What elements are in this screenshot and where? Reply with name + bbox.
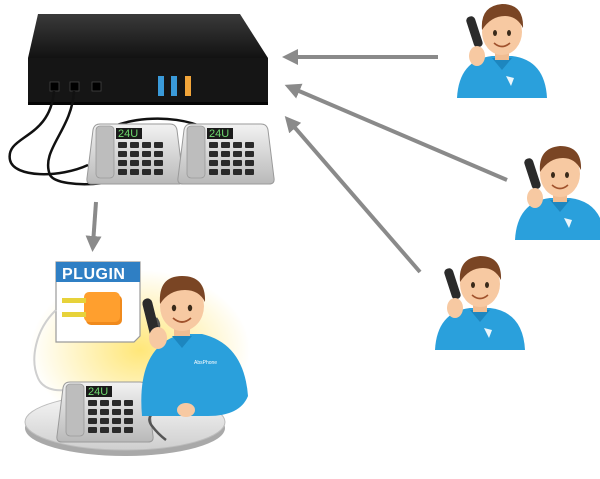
pbx-status-lights — [158, 76, 191, 96]
phone-lcd-label: 24U — [88, 386, 108, 398]
desk-phone-right-icon: 24U — [177, 123, 275, 185]
pbx-ports — [49, 81, 102, 92]
agent-person-icon: AbsPhone — [141, 276, 248, 417]
desk-phone-left-icon: 24U — [86, 123, 184, 185]
phone-lcd-label: 24U — [118, 128, 138, 140]
pbx-device-icon — [28, 14, 268, 105]
agent-workstation: PLUGIN 24U AbsPhone — [24, 261, 250, 456]
plug-icon — [62, 292, 122, 325]
desk-phone-agent-icon: 24U — [56, 381, 154, 443]
plugin-label: PLUGIN — [62, 266, 125, 283]
phone-lcd-label: 24U — [209, 128, 229, 140]
arrow-icon — [85, 49, 508, 274]
caller-person-icon — [514, 145, 600, 241]
shirt-logo-text: AbsPhone — [194, 360, 217, 366]
caller-person-icon — [434, 255, 526, 351]
plugin-card: PLUGIN — [55, 261, 141, 343]
caller-person-icon — [456, 3, 548, 99]
